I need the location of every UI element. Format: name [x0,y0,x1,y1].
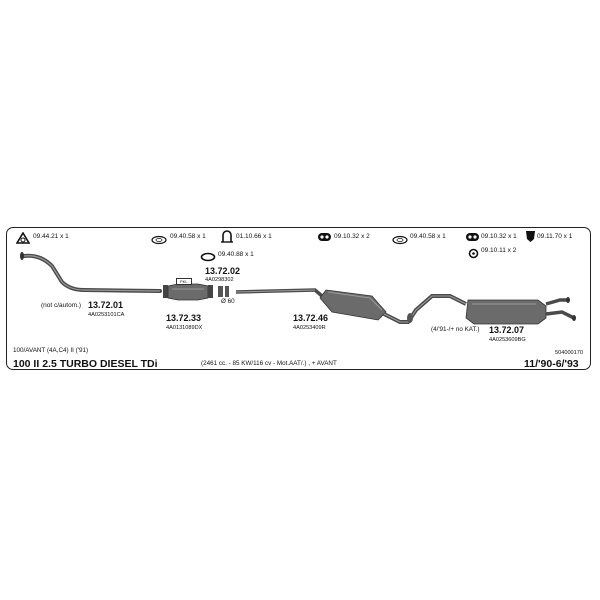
front-pipe-note: (not c/autom.) [41,302,82,309]
diagram-reference: 504000170 [555,350,583,356]
rear-muffler-note: (4/'91-/+ no KAT.) [431,326,480,333]
pipe-flange [20,252,24,260]
catalyst-code[interactable]: 13.72.33 [166,313,202,323]
front-pipe-oem: 4A0253101CA [88,312,125,318]
front-pipe-code[interactable]: 13.72.01 [88,300,124,310]
accessory-label: 09.40.88 x 1 [218,251,254,258]
vehicle-variant: 100/AVANT (4A,C4) II ('91) [13,347,89,354]
vehicle-title: 100 II 2.5 TURBO DIESEL TDi [13,358,158,370]
flat-gasket-icon [392,232,408,250]
vehicle-spec: (2461 cc. - 85 KW/116 cv - Mot.AAT/.) , … [201,360,337,367]
connector-code[interactable]: 13.72.02 [205,266,241,276]
connector-oem: 4A0298302 [205,277,234,283]
catalyst-shape [163,283,213,301]
rear-muffler-oem: 4A0253609BG [489,337,526,343]
rubber-mount-icon [525,229,536,248]
accessory-label: 09.44.21 x 1 [33,233,69,240]
clamp-icon [220,230,234,248]
rear-muffler-code[interactable]: 13.72.07 [489,325,525,335]
diagram-frame [6,227,591,370]
accessory-label: 09.10.32 x 2 [334,233,370,240]
connector-diameter: Ø 60 [221,298,235,305]
gasket-ring-icon [15,231,31,249]
vehicle-years: 11/'90-6/'93 [524,358,579,370]
bush-ring-icon [468,246,479,264]
accessory-label: 09.11.70 x 1 [537,233,573,240]
accessory-label: 01.10.66 x 1 [236,233,272,240]
middle-muffler-shape [319,289,387,321]
catalyst-tag: PKL [176,278,192,285]
accessory-label: 09.10.32 x 1 [481,233,517,240]
front-pipe-shape [22,253,162,293]
rubber-hanger-icon [317,230,332,248]
accessory-label: 09.40.58 x 1 [410,233,446,240]
connector-pipe-shape [218,286,229,297]
rubber-hanger-icon [465,230,480,248]
seal-ring-icon [200,249,216,267]
accessory-label: 09.40.58 x 1 [170,233,206,240]
catalyst-oem: 4A0131089DX [166,325,203,331]
accessory-label: 09.10.11 x 2 [481,247,517,254]
flat-gasket-icon [151,232,167,250]
rear-muffler-shape [465,297,576,325]
middle-muffler-oem: 4A0253409R [293,325,326,331]
middle-muffler-code[interactable]: 13.72.46 [293,313,329,323]
